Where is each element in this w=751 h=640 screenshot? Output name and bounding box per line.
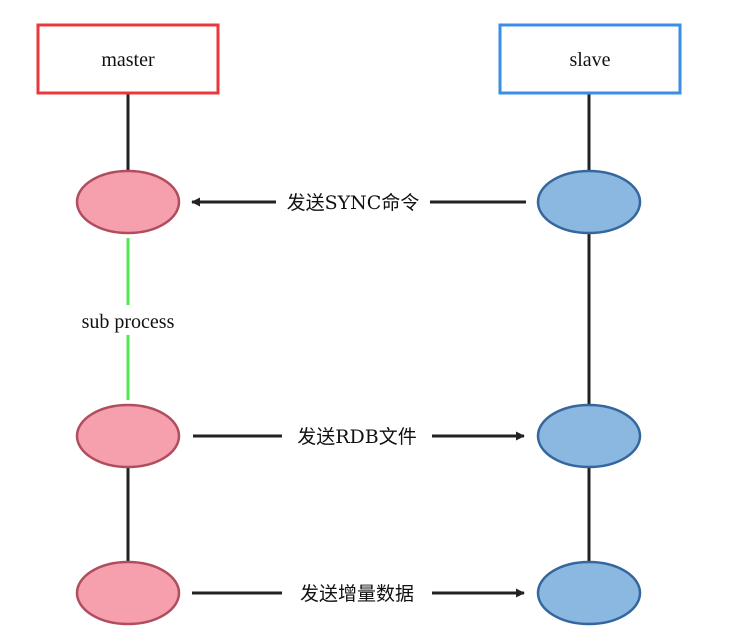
slave-node-2 <box>536 403 642 469</box>
message-label-bg-sync <box>276 187 430 217</box>
master-node-1 <box>75 169 181 235</box>
master-label: master <box>101 49 155 71</box>
master-box <box>36 23 220 95</box>
slave-box <box>498 23 682 95</box>
slave-node-3 <box>536 560 642 626</box>
message-label-sync: 发送SYNC命令 <box>287 192 420 214</box>
message-label-bg-incremental <box>282 578 432 608</box>
master-node-3 <box>75 560 181 626</box>
sub-process-label: sub process <box>82 311 175 333</box>
message-label-bg-rdb <box>282 421 432 451</box>
sub-process-label-bg <box>66 305 190 335</box>
slave-node-1 <box>536 169 642 235</box>
message-label-incremental: 发送增量数据 <box>300 583 414 605</box>
master-node-2 <box>75 403 181 469</box>
message-label-rdb: 发送RDB文件 <box>297 426 417 448</box>
slave-label: slave <box>569 49 610 71</box>
